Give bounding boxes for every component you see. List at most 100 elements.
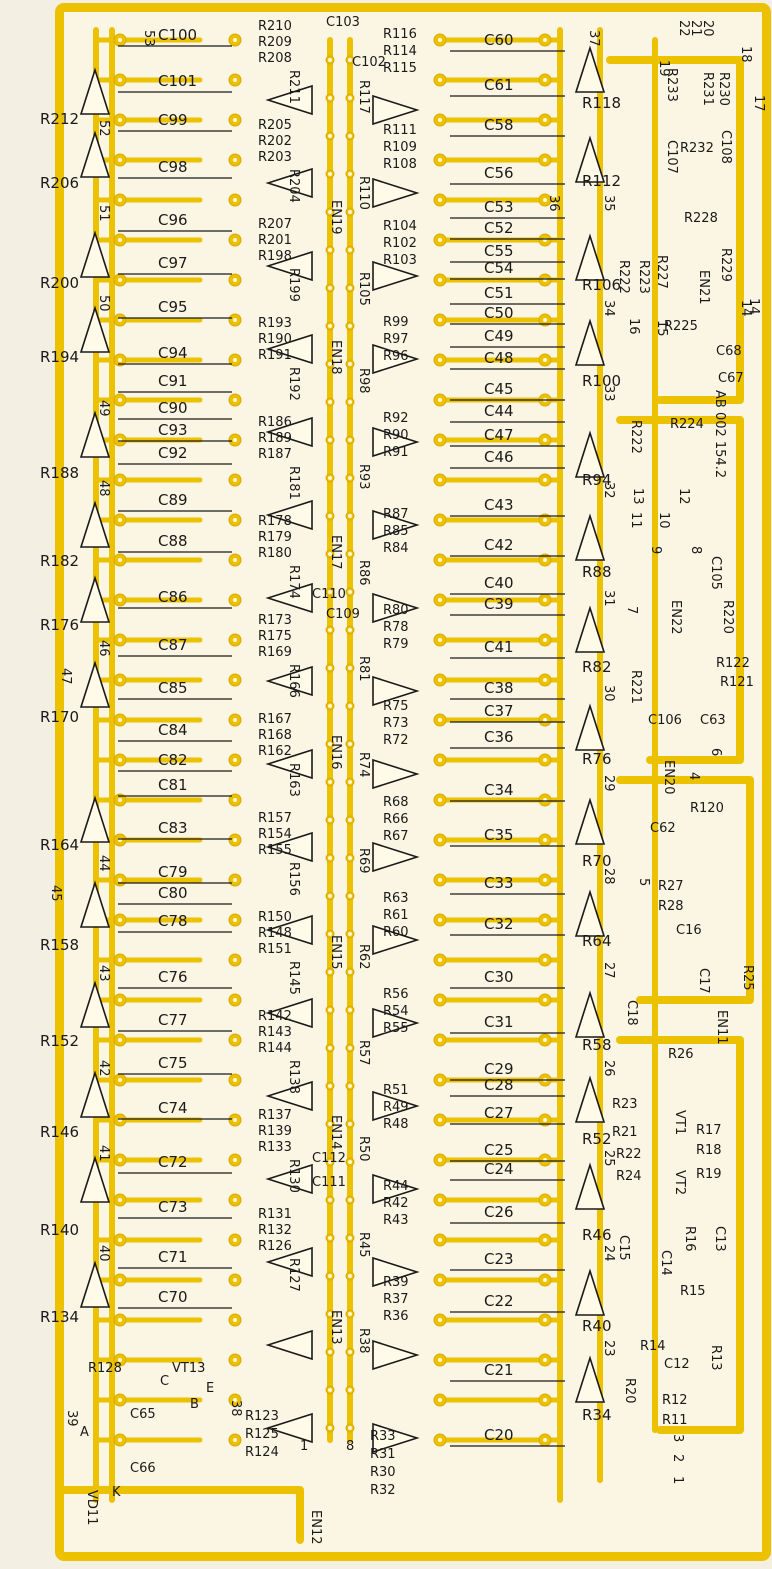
- resistor-label: R181: [286, 466, 301, 500]
- pad-hole: [543, 78, 547, 82]
- pad-hole: [328, 514, 332, 518]
- pad-hole: [233, 398, 237, 402]
- pad-hole: [118, 918, 122, 922]
- capacitor-label: C72: [158, 1153, 188, 1171]
- capacitor-label: C71: [158, 1248, 188, 1266]
- resistor-label: R143: [258, 1025, 292, 1040]
- capacitor-label: C89: [158, 491, 188, 509]
- component-label: R232: [680, 141, 714, 156]
- resistor-label: R87: [383, 507, 409, 522]
- pad-hole: [543, 958, 547, 962]
- pin-letter: A: [80, 1425, 89, 1440]
- triangle-label: R40: [582, 1317, 612, 1335]
- resistor-label: R55: [383, 1021, 409, 1036]
- pin-number: 14: [746, 298, 761, 315]
- capacitor-label: C111: [312, 1175, 346, 1190]
- pad-hole: [543, 118, 547, 122]
- capacitor-label: C82: [158, 751, 188, 769]
- component-label: C108: [718, 130, 733, 164]
- component-label: VT1: [672, 1110, 687, 1135]
- pad-hole: [438, 1158, 442, 1162]
- capacitor-label: C110: [312, 587, 346, 602]
- pad-hole: [233, 1318, 237, 1322]
- capacitor-label: C25: [484, 1141, 514, 1159]
- pad-hole: [438, 718, 442, 722]
- resistor-label: R142: [258, 1009, 292, 1024]
- pad-hole: [233, 38, 237, 42]
- capacitor-label: C61: [484, 76, 514, 94]
- pad-hole: [118, 198, 122, 202]
- resistor-label: R74: [356, 752, 371, 778]
- resistor-label: R69: [356, 848, 371, 874]
- pad-hole: [233, 1078, 237, 1082]
- capacitor-label: C96: [158, 211, 188, 229]
- opamp-triangle: [574, 233, 606, 281]
- opamp-triangle: [79, 130, 111, 178]
- capacitor-label: C74: [158, 1099, 188, 1117]
- pin-number: 25: [601, 1150, 616, 1167]
- opamp-triangle: [265, 250, 313, 282]
- pin-number: 38: [228, 1400, 243, 1417]
- pad-hole: [233, 558, 237, 562]
- pad-hole: [438, 758, 442, 762]
- pad-hole: [348, 704, 352, 708]
- pad-hole: [348, 818, 352, 822]
- resistor-label: R211: [286, 70, 301, 104]
- ic-label: EN22: [668, 600, 683, 634]
- pad-hole: [328, 1236, 332, 1240]
- component-label: R223: [636, 260, 651, 294]
- pad-hole: [118, 998, 122, 1002]
- pad-hole: [233, 798, 237, 802]
- resistor-label: R73: [383, 716, 409, 731]
- pad-hole: [348, 286, 352, 290]
- resistor-label: R154: [258, 827, 292, 842]
- pad-hole: [543, 1438, 547, 1442]
- opamp-triangle: [372, 343, 420, 375]
- capacitor-label: C47: [484, 426, 514, 444]
- resistor-label: R109: [383, 140, 417, 155]
- pad-hole: [543, 1318, 547, 1322]
- pad-hole: [348, 970, 352, 974]
- capacitor-label: C34: [484, 781, 514, 799]
- resistor-label: R110: [356, 176, 371, 210]
- triangle-label: R176: [40, 616, 79, 634]
- triangle-label: R146: [40, 1123, 79, 1141]
- triangle-label: R112: [582, 172, 621, 190]
- capacitor-label: C60: [484, 31, 514, 49]
- resistor-label: R209: [258, 35, 292, 50]
- opamp-triangle: [574, 318, 606, 366]
- pin-number: 20: [700, 20, 715, 37]
- resistor-label: R72: [383, 733, 409, 748]
- opamp-triangle: [372, 1090, 420, 1122]
- opamp-triangle: [574, 889, 606, 937]
- silkscreen-labels: C100C101C99C98C96C97C95C94C91C90C93C92C8…: [40, 15, 766, 1544]
- resistor-label: R30: [370, 1465, 396, 1480]
- pin-number: 2: [670, 1454, 685, 1462]
- opamp-triangle: [79, 980, 111, 1028]
- opamp-triangle: [372, 675, 420, 707]
- pin-number: 53: [141, 30, 156, 47]
- silkscreen-symbols: [79, 45, 606, 1454]
- capacitor-label: C53: [484, 198, 514, 216]
- capacitor-label: C51: [484, 284, 514, 302]
- resistor-label: R48: [383, 1117, 409, 1132]
- pin-number: 6: [708, 748, 723, 756]
- capacitor-label: C101: [158, 72, 197, 90]
- pad-hole: [543, 1358, 547, 1362]
- opamp-triangle: [265, 665, 313, 697]
- pad-hole: [328, 134, 332, 138]
- pad-hole: [348, 666, 352, 670]
- resistor-label: R38: [356, 1328, 371, 1354]
- opamp-triangle: [574, 990, 606, 1038]
- resistor-label: R56: [383, 987, 409, 1002]
- capacitor-label: C40: [484, 574, 514, 592]
- resistor-label: R169: [258, 645, 292, 660]
- copper-trace: [616, 1036, 744, 1434]
- capacitor-label: C49: [484, 327, 514, 345]
- component-label: R24: [616, 1169, 642, 1184]
- opamp-triangle: [574, 430, 606, 478]
- pad-hole: [328, 818, 332, 822]
- pin-number: 9: [648, 546, 663, 554]
- opamp-triangle: [372, 177, 420, 209]
- pad-hole: [438, 1278, 442, 1282]
